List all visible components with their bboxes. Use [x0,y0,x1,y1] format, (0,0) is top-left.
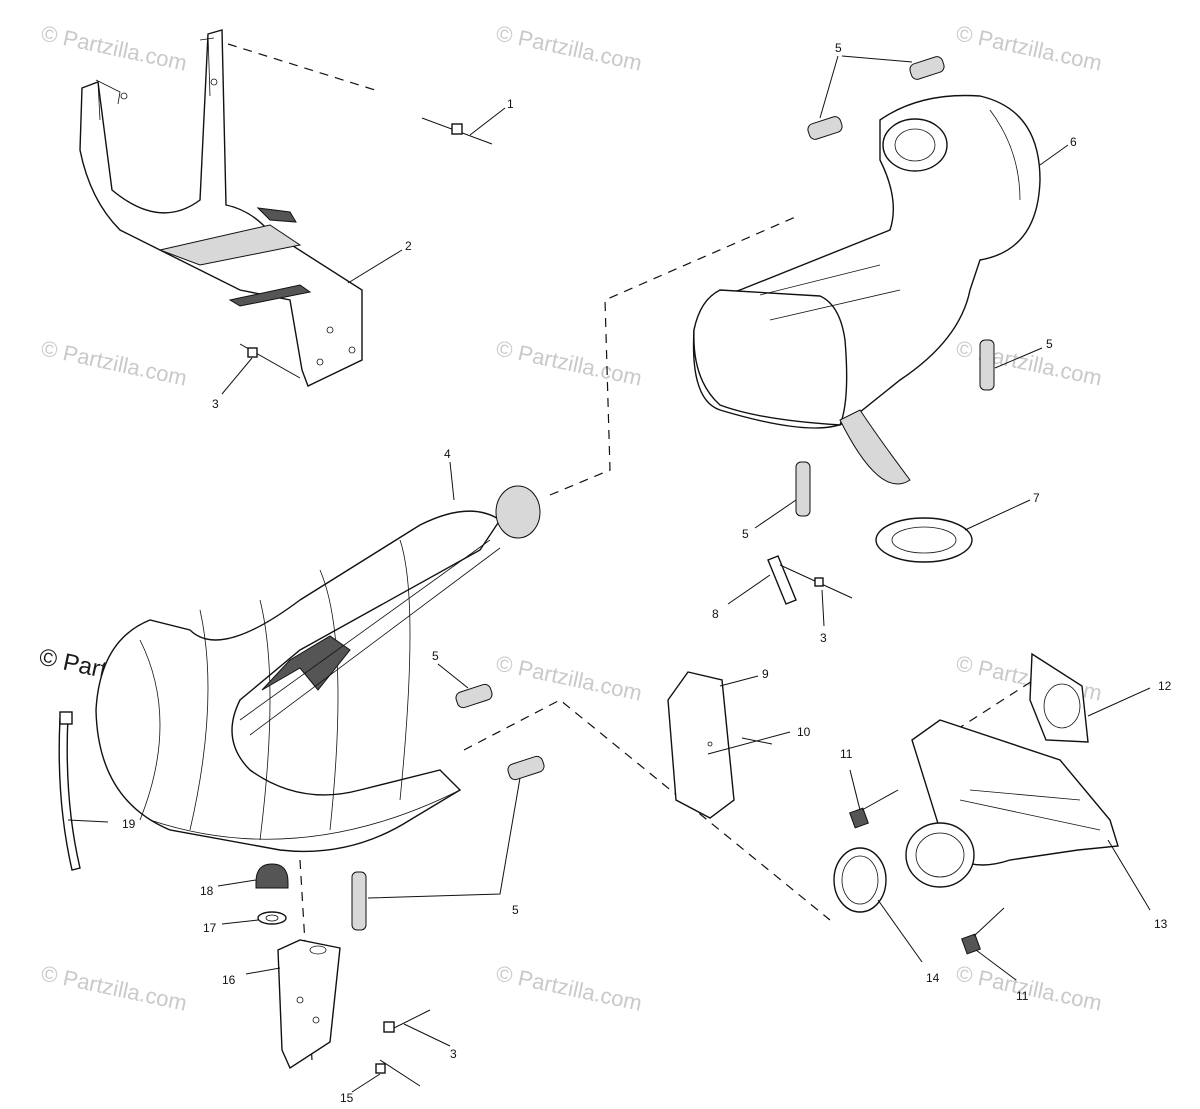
leader-line [437,663,469,689]
leader-line [1039,144,1069,166]
part-spring [507,755,545,781]
callout-16: 16 [222,973,236,987]
callout-6: 6 [1070,135,1077,149]
leader-line [727,574,771,605]
watermark: © Partzilla.com [39,335,189,390]
callout-12: 12 [1158,679,1172,693]
leader-line [351,1073,381,1093]
watermark: © Partzilla.com [954,960,1104,1015]
callout-4: 4 [444,447,451,461]
leader-line [449,461,455,501]
callout-5: 5 [512,903,519,917]
callout-17: 17 [203,921,217,935]
callout-2: 2 [405,239,412,253]
callout-13: 13 [1154,917,1168,931]
leader-line [367,777,521,899]
callout-8: 8 [712,607,719,621]
leader-line [821,589,825,627]
leader-line [877,899,923,963]
leader-line [819,55,913,119]
part-screw-15 [375,1059,421,1087]
part-flange-gasket [1029,652,1089,743]
part-expansion-chamber [95,485,541,853]
callout-3: 3 [820,631,827,645]
part-washer [257,911,287,925]
watermark: © Partzilla.com [954,20,1104,75]
part-spring [351,871,367,931]
leader-line [221,357,253,395]
leader-line [469,107,506,136]
callout-19: 19 [122,817,136,831]
callout-11: 11 [1016,989,1029,1003]
leader-line [403,1023,451,1047]
leader-line [964,499,1031,531]
watermark: © Partzilla.com [494,960,644,1015]
leader-line [217,879,257,887]
watermark: © Partzilla.com [494,20,644,75]
callout-5: 5 [432,649,439,663]
watermark: © Partzilla.com [954,335,1104,390]
callout-7: 7 [1033,491,1040,505]
watermark: © Partzilla.com [494,650,644,705]
leader-line [221,919,259,925]
part-spring [909,56,945,80]
leader-line [719,675,759,687]
leader-line [347,249,403,284]
callout-9: 9 [762,667,769,681]
leader-line [994,347,1043,369]
part-bracket-lower [277,939,341,1070]
callout-3: 3 [212,397,219,411]
part-bracket-upper [79,29,363,387]
part-spring [807,116,843,140]
callout-5: 5 [835,41,842,55]
part-bolt [849,789,899,829]
part-spring [455,683,493,709]
watermark: © Partzilla.com [494,335,644,390]
leader-line [245,967,281,975]
leader-dashed [549,214,801,496]
callout-15: 15 [340,1091,354,1105]
leader-line [67,819,109,823]
leader-line [1087,687,1151,717]
watermark: © Partzilla.com [39,20,189,75]
part-gasket-oval [875,517,973,563]
part-screw-3 [239,343,301,379]
leader-dashed [463,699,831,921]
part-screw-3 [383,1009,431,1033]
leader-line [849,769,861,811]
leader-line [754,499,797,529]
callout-10: 10 [797,725,811,739]
part-exhaust-manifold [905,719,1119,888]
watermark: © Partzilla.com [39,960,189,1015]
callout-18: 18 [200,884,214,898]
part-shield-plate [667,671,735,819]
part-screw-1 [421,117,493,145]
part-bolt [961,907,1005,955]
leader-line [975,949,1017,981]
part-spring [795,461,811,517]
part-bracket-small [767,555,853,605]
callout-1: 1 [507,97,514,111]
leader-line [1107,839,1151,911]
callout-3: 3 [450,1047,457,1061]
callout-14: 14 [926,971,940,985]
part-rubber-cap [255,863,289,889]
leader-line [707,731,791,755]
part-spring [979,339,995,391]
callout-5: 5 [1046,337,1053,351]
part-muffler [692,94,1041,485]
leader-dashed [955,675,1041,731]
part-strap [58,711,81,871]
leader-dashed [227,43,376,91]
callout-11: 11 [840,747,853,761]
part-seal-ring [833,847,887,913]
callout-5: 5 [742,527,749,541]
